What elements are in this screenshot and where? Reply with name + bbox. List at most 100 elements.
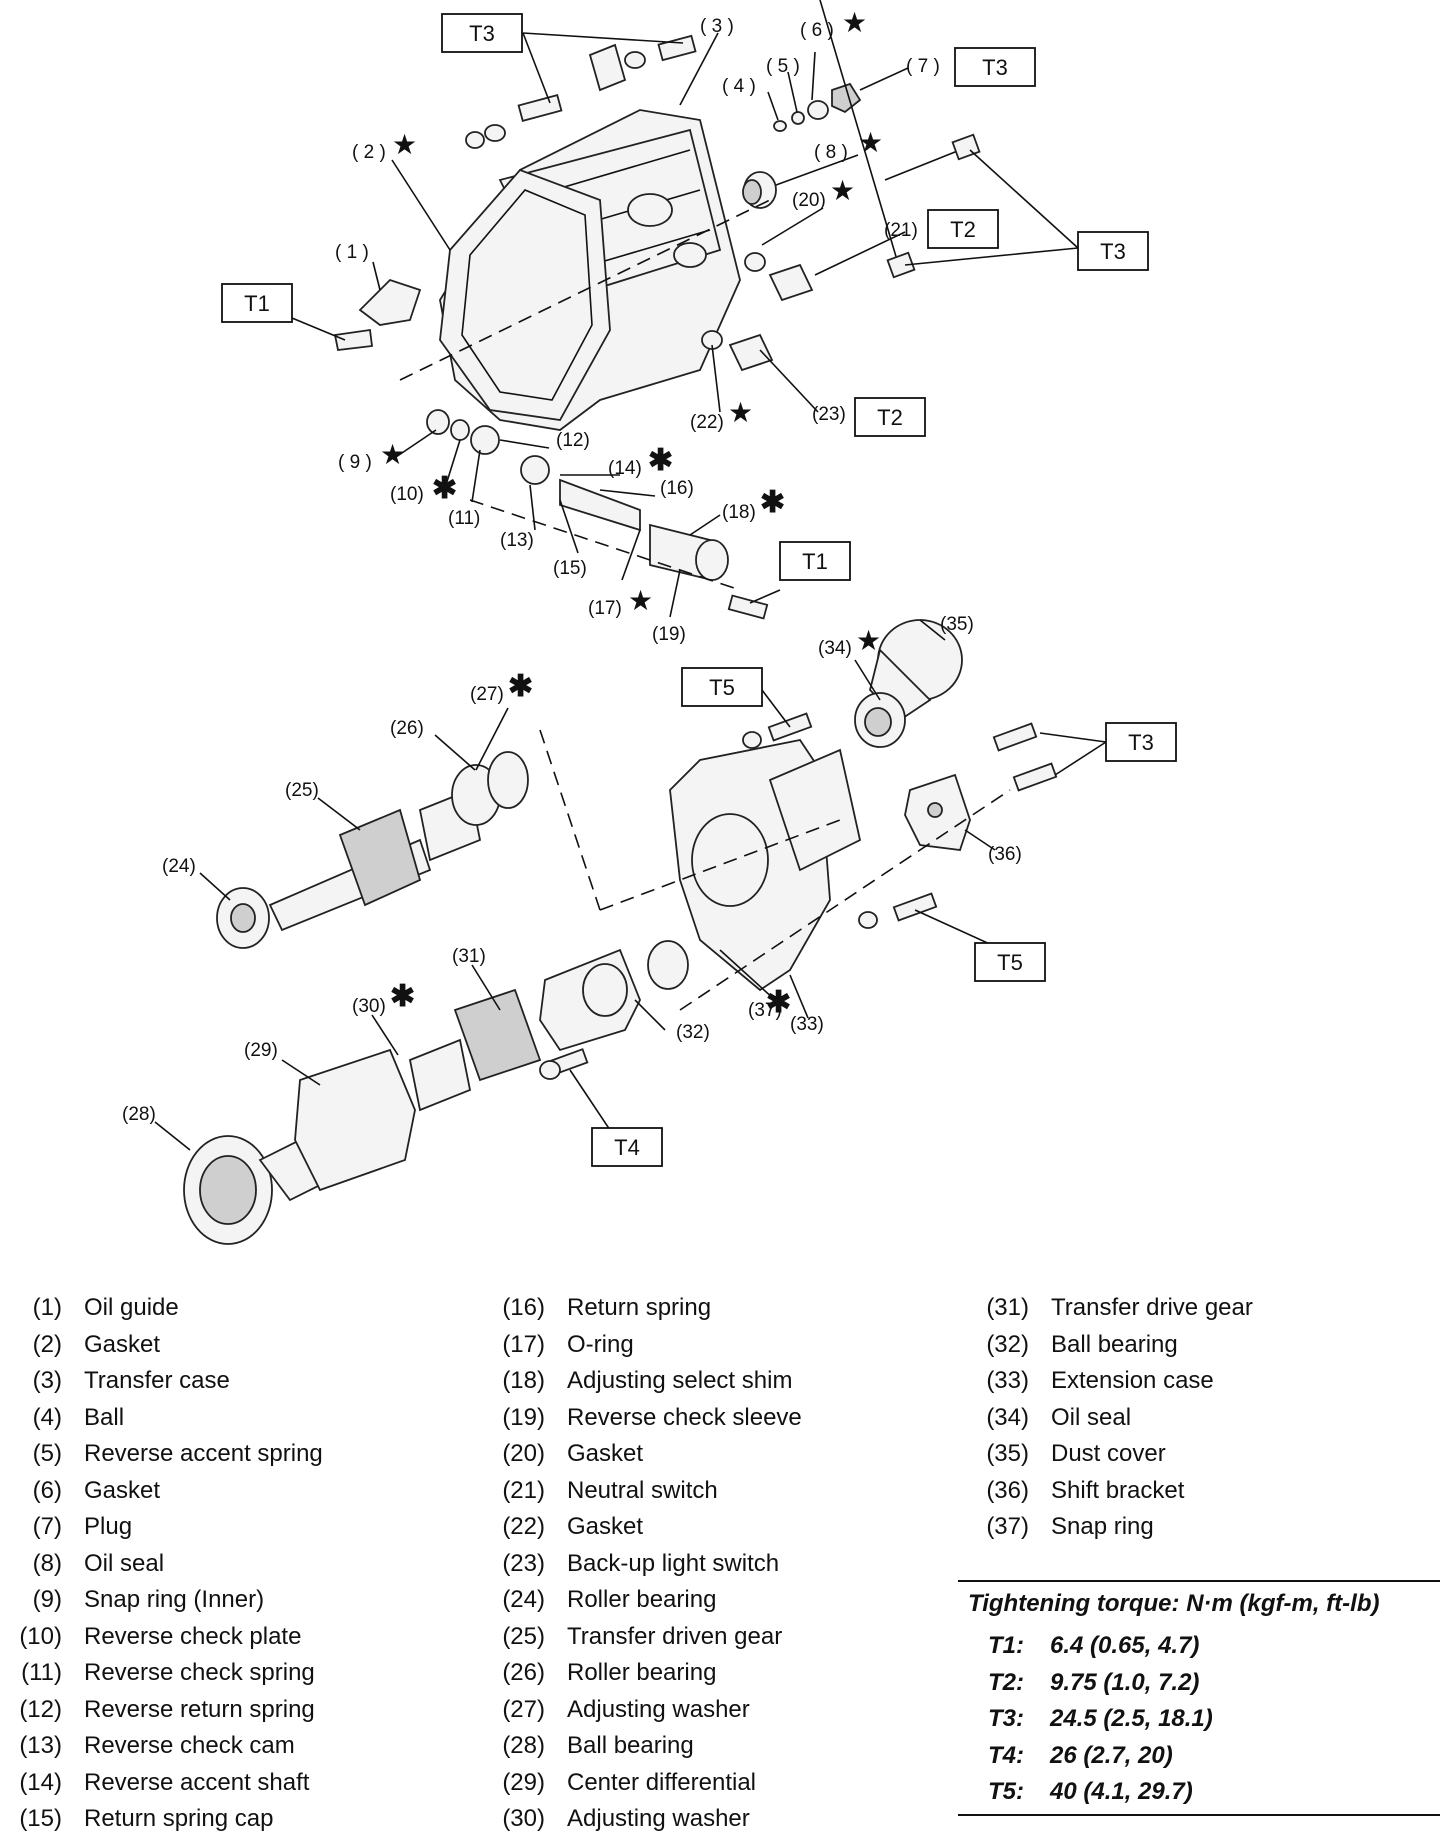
legend-item: (27)Adjusting washer	[483, 1692, 749, 1728]
torque-value: 6.4 (0.65, 4.7)	[1050, 1632, 1200, 1659]
star-mark: ★	[392, 129, 417, 160]
legend-item: (8)Oil seal	[0, 1546, 164, 1582]
callout-26: (26)	[390, 718, 424, 739]
torque-key: T1:	[988, 1632, 1024, 1659]
torque-key: T5:	[988, 1778, 1024, 1805]
gasket-drawing	[439, 168, 611, 421]
legend-item-name: O-ring	[567, 1330, 634, 1358]
asterisk-mark: ✱	[390, 980, 415, 1013]
legend-item: (22)Gasket	[483, 1509, 643, 1545]
legend-item-name: Reverse check cam	[84, 1732, 295, 1759]
legend-item-number: (27)	[502, 1695, 545, 1723]
asterisk-mark: ✱	[766, 986, 791, 1019]
legend-item-number: (32)	[986, 1330, 1029, 1358]
star-mark: ★	[842, 7, 867, 38]
legend-item: (34)Oil seal	[967, 1400, 1131, 1436]
svg-text:T1: T1	[802, 549, 828, 574]
t4-bolt-drawing	[539, 1048, 589, 1080]
legend-item-number: (30)	[502, 1805, 545, 1832]
oil-seal-34-drawing	[854, 692, 906, 748]
oil-guide-drawing	[333, 278, 422, 351]
legend-item: (10)Reverse check plate	[0, 1619, 301, 1655]
legend-item-number: (14)	[19, 1768, 62, 1796]
torque-bottom-rule	[958, 1814, 1440, 1816]
callout-8: ( 8 )	[814, 142, 848, 163]
legend-item-number: (29)	[502, 1768, 545, 1796]
extension-case-drawing	[669, 738, 862, 992]
callout-34: (34)	[818, 638, 852, 659]
legend-item-number: (13)	[19, 1732, 62, 1759]
legend-item-name: Snap ring	[1051, 1513, 1154, 1540]
callout-21: (21)	[884, 220, 918, 241]
torque-box-t2-upper: T2	[927, 209, 999, 249]
legend-item: (20)Gasket	[483, 1436, 643, 1472]
callout-13: (13)	[500, 530, 534, 551]
legend-item-name: Reverse check sleeve	[567, 1403, 802, 1431]
legend-item-name: Adjusting select shim	[567, 1367, 793, 1394]
torque-box-t5-upper: T5	[681, 667, 763, 707]
legend-item-name: Gasket	[567, 1440, 644, 1467]
legend-item: (32) Ball bearing	[967, 1327, 1177, 1363]
legend-item: (31)Transfer drive gear	[967, 1290, 1253, 1326]
callout-30: (30)	[352, 996, 386, 1017]
callout-37: (37)	[748, 1000, 782, 1021]
legend-item-name: Ball bearing	[1051, 1330, 1178, 1358]
legend-item: (35)Dust cover	[967, 1436, 1165, 1472]
top-bolts-drawing	[465, 34, 697, 149]
legend-item-number: (1)	[32, 1294, 62, 1321]
switches-drawing	[701, 252, 814, 372]
legend-item-name: Gasket	[84, 1476, 161, 1504]
legend-item-name: Snap ring (Inner)	[84, 1586, 265, 1613]
torque-box-t1-left: T1	[221, 283, 293, 323]
asterisk-mark: ✱	[432, 472, 457, 505]
torque-box-t5-lower: T5	[974, 942, 1046, 982]
legend-item-number: (17)	[502, 1330, 545, 1358]
legend-item-name: Roller bearing	[567, 1586, 717, 1613]
torque-value: 26 (2.7, 20)	[1050, 1741, 1173, 1769]
legend-item: (24)Roller bearing	[483, 1582, 716, 1618]
legend-item-number: (25)	[502, 1622, 545, 1650]
callout-24: (24)	[162, 856, 196, 877]
torque-row: T1: 6.4 (0.65, 4.7)	[988, 1628, 1199, 1664]
callout-16: (16)	[660, 478, 694, 499]
star-mark: ★	[830, 175, 855, 206]
svg-text:T5: T5	[709, 675, 735, 700]
legend-item: (2)Gasket	[0, 1327, 160, 1363]
legend-item-number: (26)	[502, 1659, 545, 1686]
asterisk-mark: ✱	[760, 486, 785, 519]
legend-item-name: Gasket	[567, 1513, 644, 1540]
long-bolts-drawing	[819, 0, 981, 279]
legend-item: (36)Shift bracket	[967, 1473, 1184, 1509]
svg-text:T2: T2	[877, 405, 903, 430]
legend-item-number: (11)	[21, 1659, 62, 1686]
svg-text:T1: T1	[244, 291, 270, 316]
callout-9: ( 9 )	[338, 452, 372, 473]
asterisk-mark: ✱	[648, 444, 673, 477]
legend-item-number: (15)	[19, 1805, 62, 1832]
callout-3: ( 3 )	[700, 16, 734, 37]
plug-drawing	[773, 82, 862, 132]
legend-item-name: Extension case	[1051, 1367, 1214, 1394]
legend-item-number: (36)	[986, 1476, 1029, 1504]
legend-item: (26)Roller bearing	[483, 1655, 716, 1691]
callout-2: ( 2 )	[352, 142, 386, 163]
legend-item-number: (9)	[32, 1586, 62, 1613]
svg-text:T2: T2	[950, 217, 976, 242]
legend-item-name: Ball	[84, 1403, 125, 1431]
callout-33: (33)	[790, 1014, 824, 1035]
legend-item-name: Oil seal	[1051, 1403, 1132, 1431]
legend-item-number: (21)	[502, 1476, 545, 1504]
svg-text:T3: T3	[1128, 730, 1154, 755]
torque-key: T4:	[988, 1741, 1024, 1769]
legend-item-name: Adjusting washer	[567, 1805, 750, 1832]
svg-text:T3: T3	[469, 21, 495, 46]
legend-item: (15)Return spring cap	[0, 1801, 273, 1837]
dust-cover-drawing	[869, 619, 963, 722]
legend-item-name: Reverse accent spring	[84, 1440, 323, 1467]
callout-14: (14)	[608, 458, 642, 479]
legend-item-name: Center differential	[567, 1768, 756, 1796]
legend-item: (33)Extension case	[967, 1363, 1213, 1399]
callout-15: (15)	[553, 558, 587, 579]
torque-top-rule	[958, 1580, 1440, 1582]
legend-item: (17) O-ring	[483, 1327, 633, 1363]
